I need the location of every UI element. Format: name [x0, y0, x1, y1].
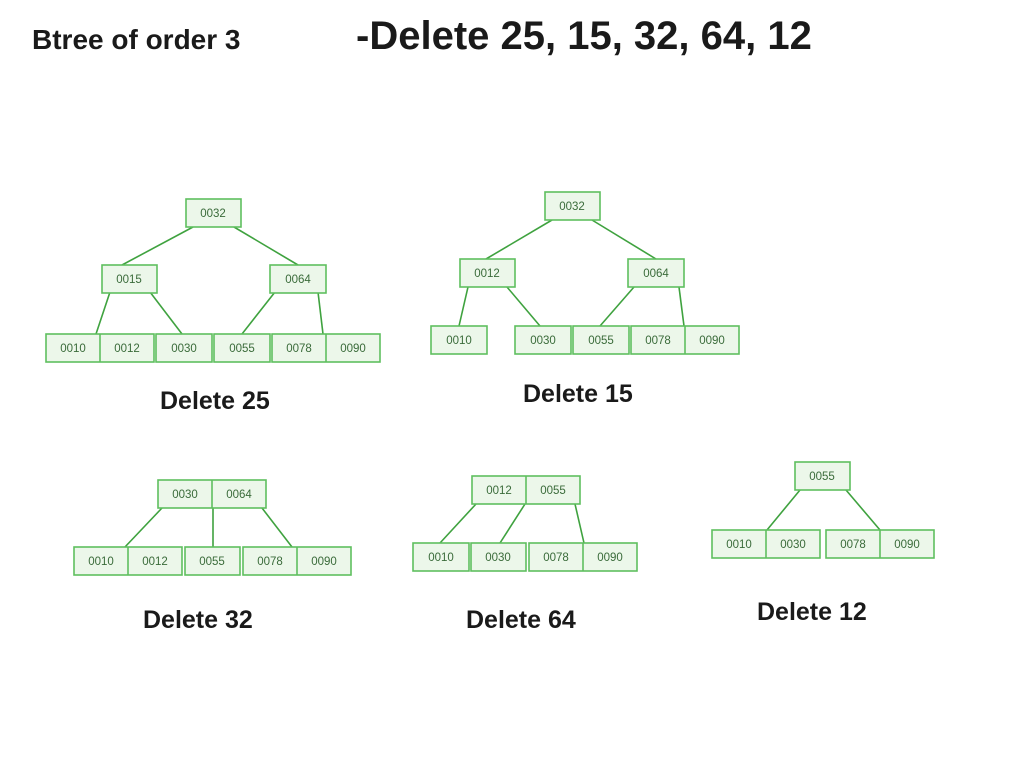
edge	[439, 503, 477, 544]
node-key: 0030	[780, 539, 806, 551]
node-key: 0078	[543, 552, 569, 564]
node-key: 0055	[199, 556, 225, 568]
edge	[485, 219, 553, 260]
btree-node: 0078 0090	[242, 546, 352, 576]
slide-title-left: Btree of order 3	[32, 24, 241, 55]
edge	[574, 503, 585, 544]
btree-node: 0064	[627, 258, 685, 288]
node-key: 0030	[172, 489, 198, 501]
node-key: 0012	[114, 343, 140, 355]
node-key: 0012	[474, 268, 500, 280]
node-key: 0012	[486, 485, 512, 497]
edge	[149, 291, 183, 335]
btree-node: 0012	[459, 258, 516, 288]
node-key: 0030	[171, 343, 197, 355]
node-key: 0064	[285, 274, 311, 286]
btree-node: 0030 0064	[157, 479, 267, 509]
edge	[95, 291, 111, 335]
edge	[261, 507, 293, 548]
tree-delete-12: 0055 0010 0030 0078 0090	[711, 461, 935, 559]
btree-node: 0015	[101, 264, 158, 294]
edge	[591, 219, 657, 260]
node-key: 0015	[116, 274, 142, 286]
node-key: 0078	[286, 343, 312, 355]
node-key: 0090	[894, 539, 920, 551]
node-key: 0010	[726, 539, 752, 551]
node-key: 0090	[597, 552, 623, 564]
node-key: 0055	[588, 335, 614, 347]
btree-node: 0010 0030	[711, 529, 821, 559]
btree-node: 0010 0012	[73, 546, 183, 576]
btree-node: 0010	[412, 542, 470, 572]
node-key: 0010	[428, 552, 454, 564]
btree-node: 0055	[794, 461, 851, 491]
edge	[241, 291, 276, 335]
tree-delete-32: 0030 0064 0010 0012 0055 0078 0090	[73, 479, 352, 576]
btree-node: 0030	[514, 325, 572, 355]
edge	[845, 489, 881, 531]
edge	[599, 286, 635, 327]
node-key: 0064	[226, 489, 252, 501]
edge	[678, 286, 685, 327]
edge	[499, 503, 526, 544]
node-key: 0030	[530, 335, 556, 347]
node-key: 0064	[643, 268, 669, 280]
node-key: 0055	[229, 343, 255, 355]
edge	[317, 291, 324, 335]
node-key: 0078	[645, 335, 671, 347]
btree-node: 0055	[213, 333, 271, 363]
caption-delete-12: Delete 12	[757, 598, 867, 626]
caption-delete-32: Delete 32	[143, 606, 253, 634]
node-key: 0055	[809, 471, 835, 483]
node-key: 0090	[340, 343, 366, 355]
edge	[124, 507, 163, 548]
btree-node: 0030	[470, 542, 527, 572]
btree-node: 0055	[184, 546, 241, 576]
node-key: 0012	[142, 556, 168, 568]
btree-node: 0078 0090	[271, 333, 381, 363]
edge	[458, 286, 469, 327]
node-key: 0090	[311, 556, 337, 568]
node-key: 0010	[60, 343, 86, 355]
node-key: 0010	[446, 335, 472, 347]
caption-delete-25: Delete 25	[160, 387, 270, 415]
caption-delete-64: Delete 64	[466, 606, 576, 634]
node-key: 0090	[699, 335, 725, 347]
tree-delete-25: 0032 0015 0064 0010 0012 0030	[45, 198, 381, 363]
btree-node: 0078 0090	[825, 529, 935, 559]
node-key: 0032	[200, 208, 226, 220]
tree-delete-64: 0012 0055 0010 0030 0078 0090	[412, 475, 638, 572]
btree-node: 0030	[155, 333, 213, 363]
btree-node: 0064	[269, 264, 327, 294]
btree-node: 0012 0055	[471, 475, 581, 505]
node-key: 0078	[257, 556, 283, 568]
btree-node: 0078 0090	[630, 325, 740, 355]
node-key: 0030	[485, 552, 511, 564]
edge	[506, 286, 541, 327]
node-key: 0078	[840, 539, 866, 551]
edge	[766, 489, 801, 531]
btree-node: 0010 0012	[45, 333, 155, 363]
slide-title-right: -Delete 25, 15, 32, 64, 12	[356, 14, 812, 58]
caption-delete-15: Delete 15	[523, 380, 633, 408]
btree-node: 0032	[544, 191, 601, 221]
btree-node: 0010	[430, 325, 488, 355]
edge	[233, 226, 299, 266]
node-key: 0055	[540, 485, 566, 497]
node-key: 0032	[559, 201, 585, 213]
btree-node: 0032	[185, 198, 242, 228]
edge	[121, 226, 194, 266]
btree-node: 0078 0090	[528, 542, 638, 572]
node-key: 0010	[88, 556, 114, 568]
btree-node: 0055	[572, 325, 630, 355]
tree-delete-15: 0032 0012 0064 0010 0030 0055	[430, 191, 740, 355]
